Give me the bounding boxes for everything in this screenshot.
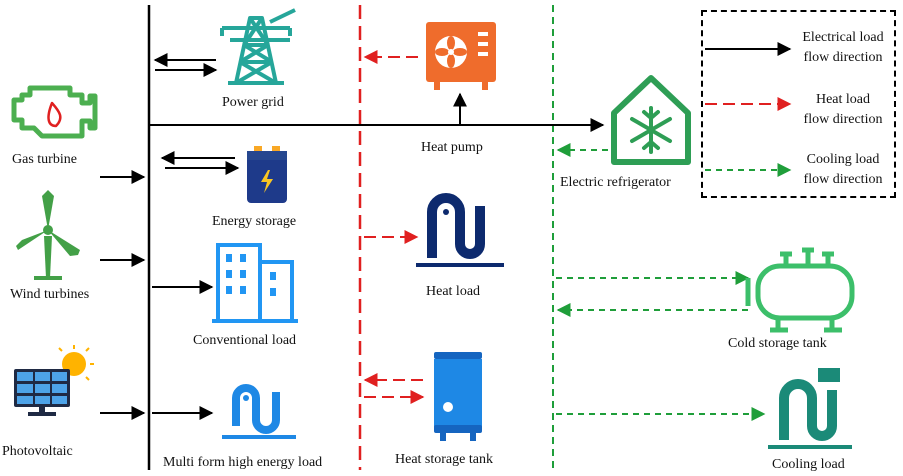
legend-box	[701, 10, 896, 198]
legend-heat-line1: Heat load	[815, 92, 871, 107]
gas-turbine-label: Gas turbine	[12, 152, 77, 167]
refrigerator-icon	[611, 75, 691, 165]
electric-refrigerator-label: Electric refrigerator	[560, 175, 671, 190]
heat-load-label: Heat load	[426, 284, 481, 299]
power-tower-icon	[220, 8, 296, 85]
photovoltaic-label: Photovoltaic	[2, 444, 73, 459]
legend-cooling-text: Cooling load flow direction	[790, 150, 896, 190]
legend-heat-text: Heat load flow direction	[790, 90, 896, 130]
building-icon	[212, 243, 298, 323]
conventional-load-label: Conventional load	[193, 333, 297, 348]
heat-storage-tank-label: Heat storage tank	[395, 452, 493, 467]
energy-storage-label: Energy storage	[212, 214, 297, 229]
cold-storage-tank-icon	[745, 247, 855, 333]
legend-electrical-line2: flow direction	[803, 50, 883, 65]
solar-panel-icon	[14, 345, 94, 416]
legend-electrical-text: Electrical load flow direction	[790, 28, 896, 68]
heat-pump-label: Heat pump	[421, 140, 483, 155]
heat-pump-icon	[426, 22, 496, 90]
legend-cooling-line2: flow direction	[803, 172, 883, 187]
power-grid-label: Power grid	[222, 95, 284, 110]
battery-icon	[247, 146, 287, 203]
multi-form-load-icon	[222, 384, 296, 439]
legend-electrical-line1: Electrical load	[802, 30, 884, 45]
engine-icon	[11, 85, 98, 139]
wind-turbine-icon	[16, 190, 80, 280]
heat-storage-tank-icon	[434, 352, 482, 441]
multi-form-load-label: Multi form high energy load	[163, 455, 323, 470]
legend-heat-line2: flow direction	[803, 112, 883, 127]
cooling-load-icon	[768, 368, 852, 449]
wind-turbines-label: Wind turbines	[10, 287, 90, 302]
cooling-load-label: Cooling load	[772, 457, 845, 472]
legend-cooling-line1: Cooling load	[806, 152, 880, 167]
heat-load-icon	[416, 193, 504, 267]
cold-storage-tank-label: Cold storage tank	[728, 336, 827, 351]
